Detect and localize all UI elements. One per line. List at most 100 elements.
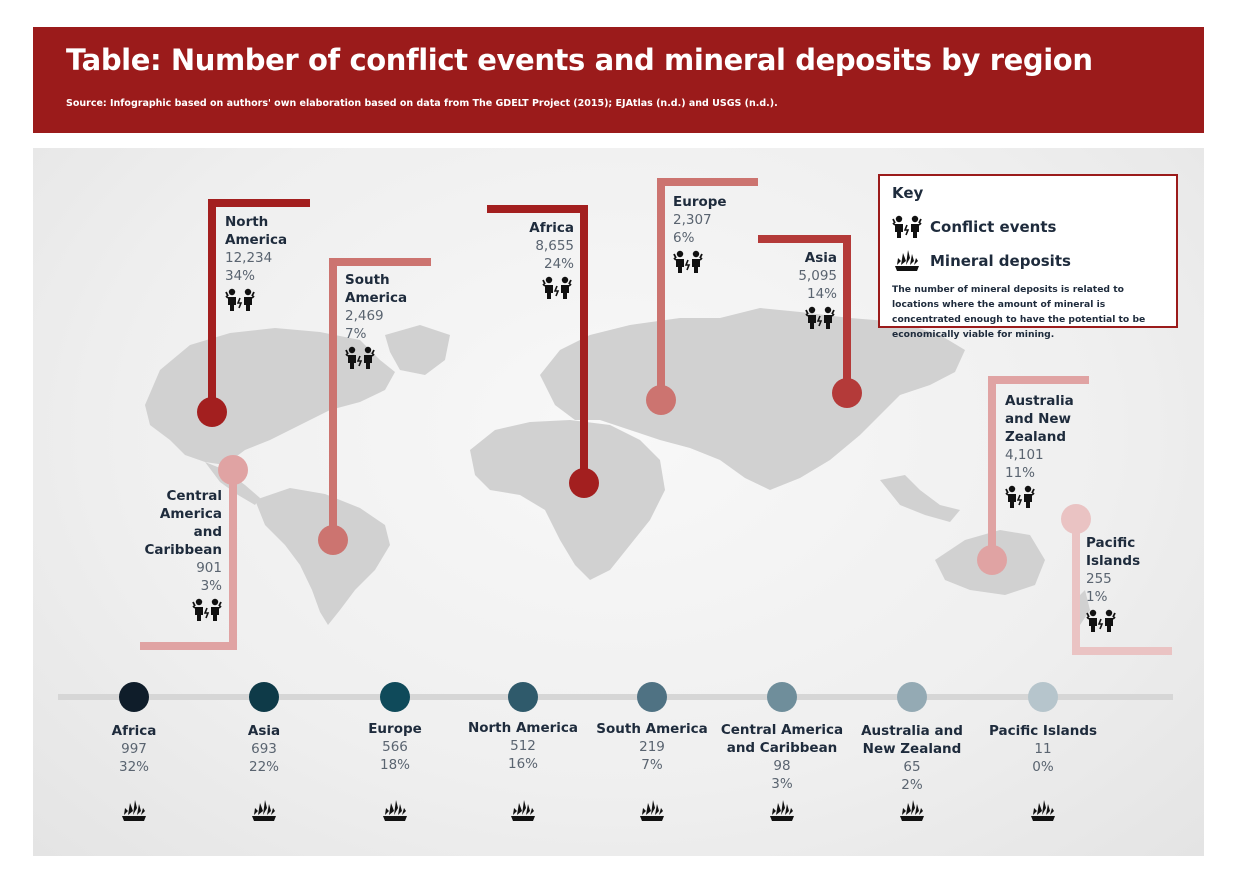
mineral-item-central-america: Central America and Caribbean 98 3% xyxy=(707,721,857,793)
region-name: Asia xyxy=(247,723,281,739)
mineral-count: 11 xyxy=(1034,741,1052,757)
conflict-percent: 1% xyxy=(1086,589,1108,605)
pin-dot-central-america xyxy=(218,455,248,485)
conflict-percent: 14% xyxy=(806,286,837,302)
mineral-percent: 22% xyxy=(248,759,279,775)
conflict-count: 2,469 xyxy=(345,308,384,324)
conflict-percent: 3% xyxy=(200,578,222,594)
mineral-count: 997 xyxy=(121,741,147,757)
region-name: Europe xyxy=(368,721,422,737)
page-title: Table: Number of conflict events and min… xyxy=(66,43,1093,77)
pin-line-central-america xyxy=(140,470,237,650)
pin-line-pacific xyxy=(1072,519,1172,655)
key-title: Key xyxy=(892,184,924,202)
greenland-land xyxy=(385,325,450,375)
key-legend: Key Conflict events Mineral deposits The… xyxy=(878,174,1178,340)
conflict-label-africa: Africa 8,655 24% xyxy=(500,219,574,301)
region-name: South America xyxy=(345,272,408,306)
pin-line-europe xyxy=(657,178,758,400)
region-name: Central America and Caribbean xyxy=(144,488,222,558)
conflict-percent: 6% xyxy=(673,230,695,246)
mineral-dot-south-america xyxy=(637,682,667,712)
conflict-label-central-america: Central America and Caribbean 901 3% xyxy=(136,487,222,623)
mineral-dot-europe xyxy=(380,682,410,712)
region-name: Europe xyxy=(673,194,727,210)
region-name: North America xyxy=(225,214,288,248)
region-name: Asia xyxy=(804,250,837,266)
mineral-percent: 0% xyxy=(1032,759,1054,775)
key-conflict-row: Conflict events xyxy=(892,210,1164,244)
pin-dot-europe xyxy=(646,385,676,415)
mineral-percent: 32% xyxy=(118,759,149,775)
conflict-count: 5,095 xyxy=(798,268,837,284)
region-name: Australia and New Zealand xyxy=(861,723,963,757)
mineral-percent: 16% xyxy=(507,756,538,772)
conflict-count: 4,101 xyxy=(1005,447,1044,463)
pin-line-asia xyxy=(758,235,851,393)
mineral-percent: 3% xyxy=(771,776,793,792)
region-name: South America xyxy=(596,721,708,737)
mineral-item-south-america: South America 219 7% xyxy=(582,720,722,774)
pin-dot-africa xyxy=(569,468,599,498)
mineral-item-asia: Asia 693 22% xyxy=(194,722,334,776)
crystal-icon xyxy=(770,800,794,821)
pin-dot-australia xyxy=(977,545,1007,575)
conflict-count: 901 xyxy=(196,560,222,576)
mineral-percent: 2% xyxy=(901,777,923,793)
southeast-asia-land xyxy=(880,475,960,522)
mineral-count: 65 xyxy=(903,759,921,775)
conflict-percent: 11% xyxy=(1005,465,1036,481)
key-note: The number of mineral deposits is relate… xyxy=(892,284,1146,340)
conflict-label-europe: Europe 2,307 6% xyxy=(673,193,727,275)
crystal-icon xyxy=(511,800,535,821)
conflict-pins xyxy=(140,178,1172,655)
mineral-count: 98 xyxy=(773,758,791,774)
mineral-percent: 18% xyxy=(379,757,410,773)
crystal-icon xyxy=(383,800,407,821)
pin-dot-pacific xyxy=(1061,504,1091,534)
mineral-count: 566 xyxy=(382,739,408,755)
region-name: North America xyxy=(467,720,579,736)
key-conflict-label: Conflict events xyxy=(930,218,1057,236)
conflict-count: 12,234 xyxy=(225,250,273,266)
conflict-label-asia: Asia 5,095 14% xyxy=(770,249,837,331)
pin-dot-south-america xyxy=(318,525,348,555)
mineral-dot-central-america xyxy=(767,682,797,712)
mineral-dot-north-america xyxy=(508,682,538,712)
eurasia-land xyxy=(540,308,965,490)
header-banner: Table: Number of conflict events and min… xyxy=(33,27,1204,133)
africa-land xyxy=(470,420,665,580)
source-note: Source: Infographic based on authors' ow… xyxy=(66,98,778,109)
pin-line-africa xyxy=(487,205,588,483)
mineral-dot-asia xyxy=(249,682,279,712)
conflict-count: 8,655 xyxy=(535,238,574,254)
conflict-percent: 34% xyxy=(225,268,256,284)
pin-line-south-america xyxy=(329,258,431,540)
mineral-percent: 7% xyxy=(641,757,663,773)
mineral-dot-australia xyxy=(897,682,927,712)
mineral-item-pacific: Pacific Islands 11 0% xyxy=(973,722,1113,776)
pin-dot-asia xyxy=(832,378,862,408)
mineral-item-north-america: North America 512 16% xyxy=(453,719,593,773)
mineral-count: 693 xyxy=(251,741,277,757)
pin-line-australia xyxy=(988,376,1089,560)
mineral-item-australia: Australia and New Zealand 65 2% xyxy=(847,722,977,794)
crystal-icon xyxy=(1031,800,1055,821)
region-name: Central America and Caribbean xyxy=(720,722,844,756)
key-mineral-row: Mineral deposits xyxy=(892,244,1164,278)
key-mineral-label: Mineral deposits xyxy=(930,252,1071,270)
mineral-count: 219 xyxy=(639,739,665,755)
crystal-icon xyxy=(640,800,664,821)
crystal-icon xyxy=(252,800,276,821)
south-america-land xyxy=(255,488,390,625)
region-name: Pacific Islands xyxy=(988,723,1098,739)
conflict-label-north-america: North America 12,234 34% xyxy=(225,213,295,313)
region-name: Africa xyxy=(111,723,157,739)
region-name: Australia and New Zealand xyxy=(1005,393,1074,445)
mineral-dot-africa xyxy=(119,682,149,712)
pin-dot-north-america xyxy=(197,397,227,427)
conflict-percent: 7% xyxy=(345,326,367,342)
conflict-label-south-america: South America 2,469 7% xyxy=(345,271,415,371)
